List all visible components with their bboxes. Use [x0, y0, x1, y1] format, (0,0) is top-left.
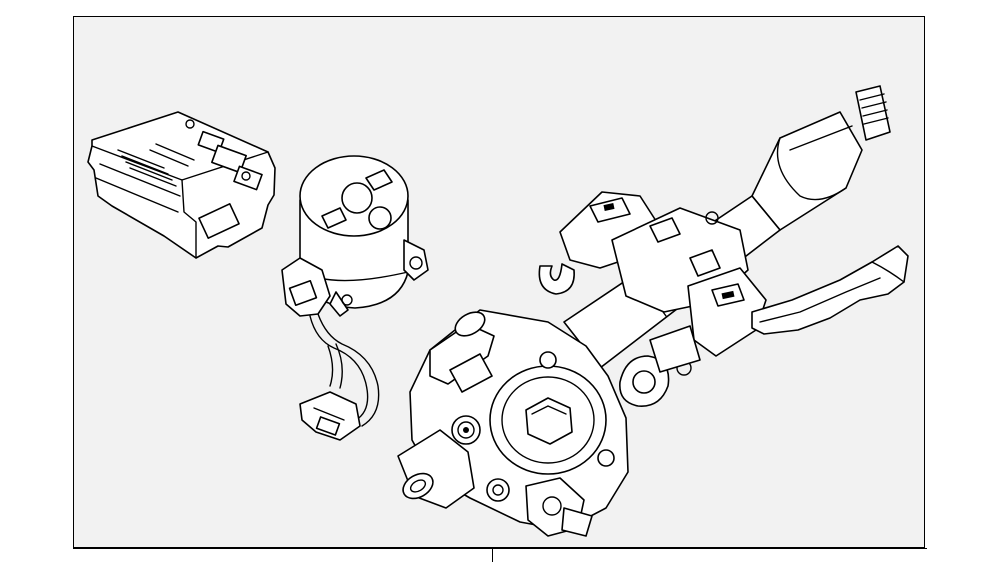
baseline-rule — [73, 548, 927, 549]
callout-leader-line — [492, 548, 493, 562]
module-vent-fins — [117, 143, 195, 187]
steering-angle-sensor — [281, 155, 429, 317]
sensor-wiring-harness — [299, 313, 380, 441]
steering-control-module — [87, 111, 276, 259]
tilt-release-lever — [751, 245, 909, 335]
steering-column-assembly — [397, 85, 891, 537]
